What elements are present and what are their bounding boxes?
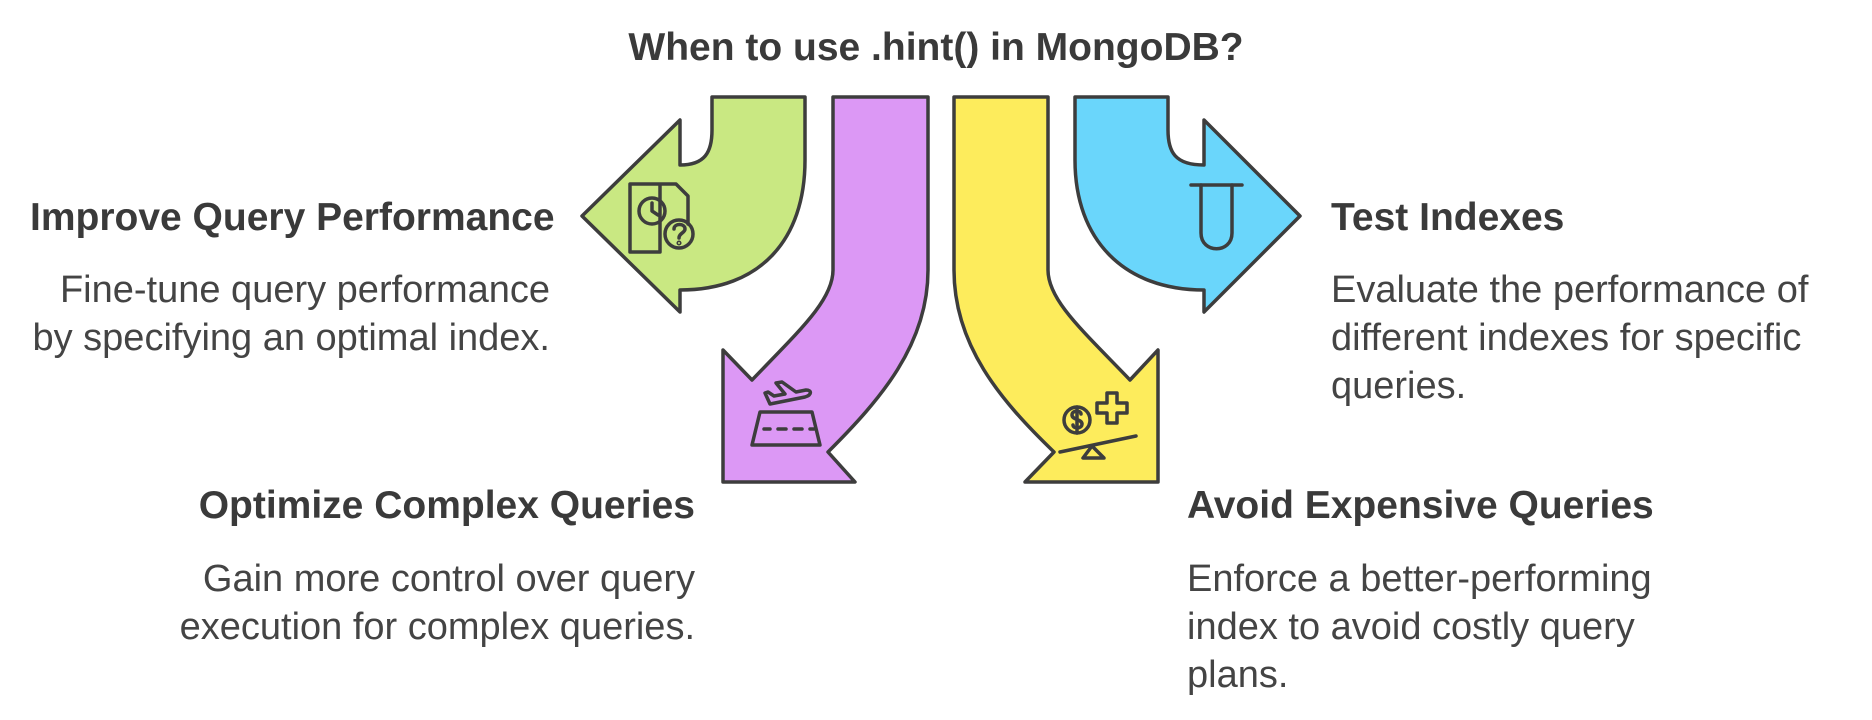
diagram-title: When to use .hint() in MongoDB? — [628, 26, 1244, 69]
arrow-test-indexes — [1073, 95, 1302, 314]
document-clock-question-icon — [628, 182, 695, 254]
desc-optimize-complex-queries: Gain more control over query execution f… — [179, 558, 695, 648]
desc-test-indexes: Evaluate the performance of different in… — [1331, 269, 1809, 407]
arrow-optimize-complex-queries — [721, 95, 930, 484]
desc-avoid-expensive-queries: Enforce a better-performing index to avo… — [1187, 558, 1652, 696]
desc-improve-query-performance: Fine-tune query performance by specifyin… — [32, 269, 550, 359]
heading-test-indexes: Test Indexes — [1331, 196, 1565, 239]
heading-improve-query-performance: Improve Query Performance — [30, 196, 555, 239]
heading-optimize-complex-queries: Optimize Complex Queries — [198, 484, 695, 527]
arrow-avoid-expensive-queries — [952, 95, 1160, 484]
test-tube-icon — [1189, 183, 1244, 251]
arrow-improve-query-performance — [580, 95, 807, 314]
cost-balance-icon — [1058, 391, 1138, 460]
heading-avoid-expensive-queries: Avoid Expensive Queries — [1187, 484, 1654, 527]
airplane-landing-icon — [750, 380, 822, 447]
